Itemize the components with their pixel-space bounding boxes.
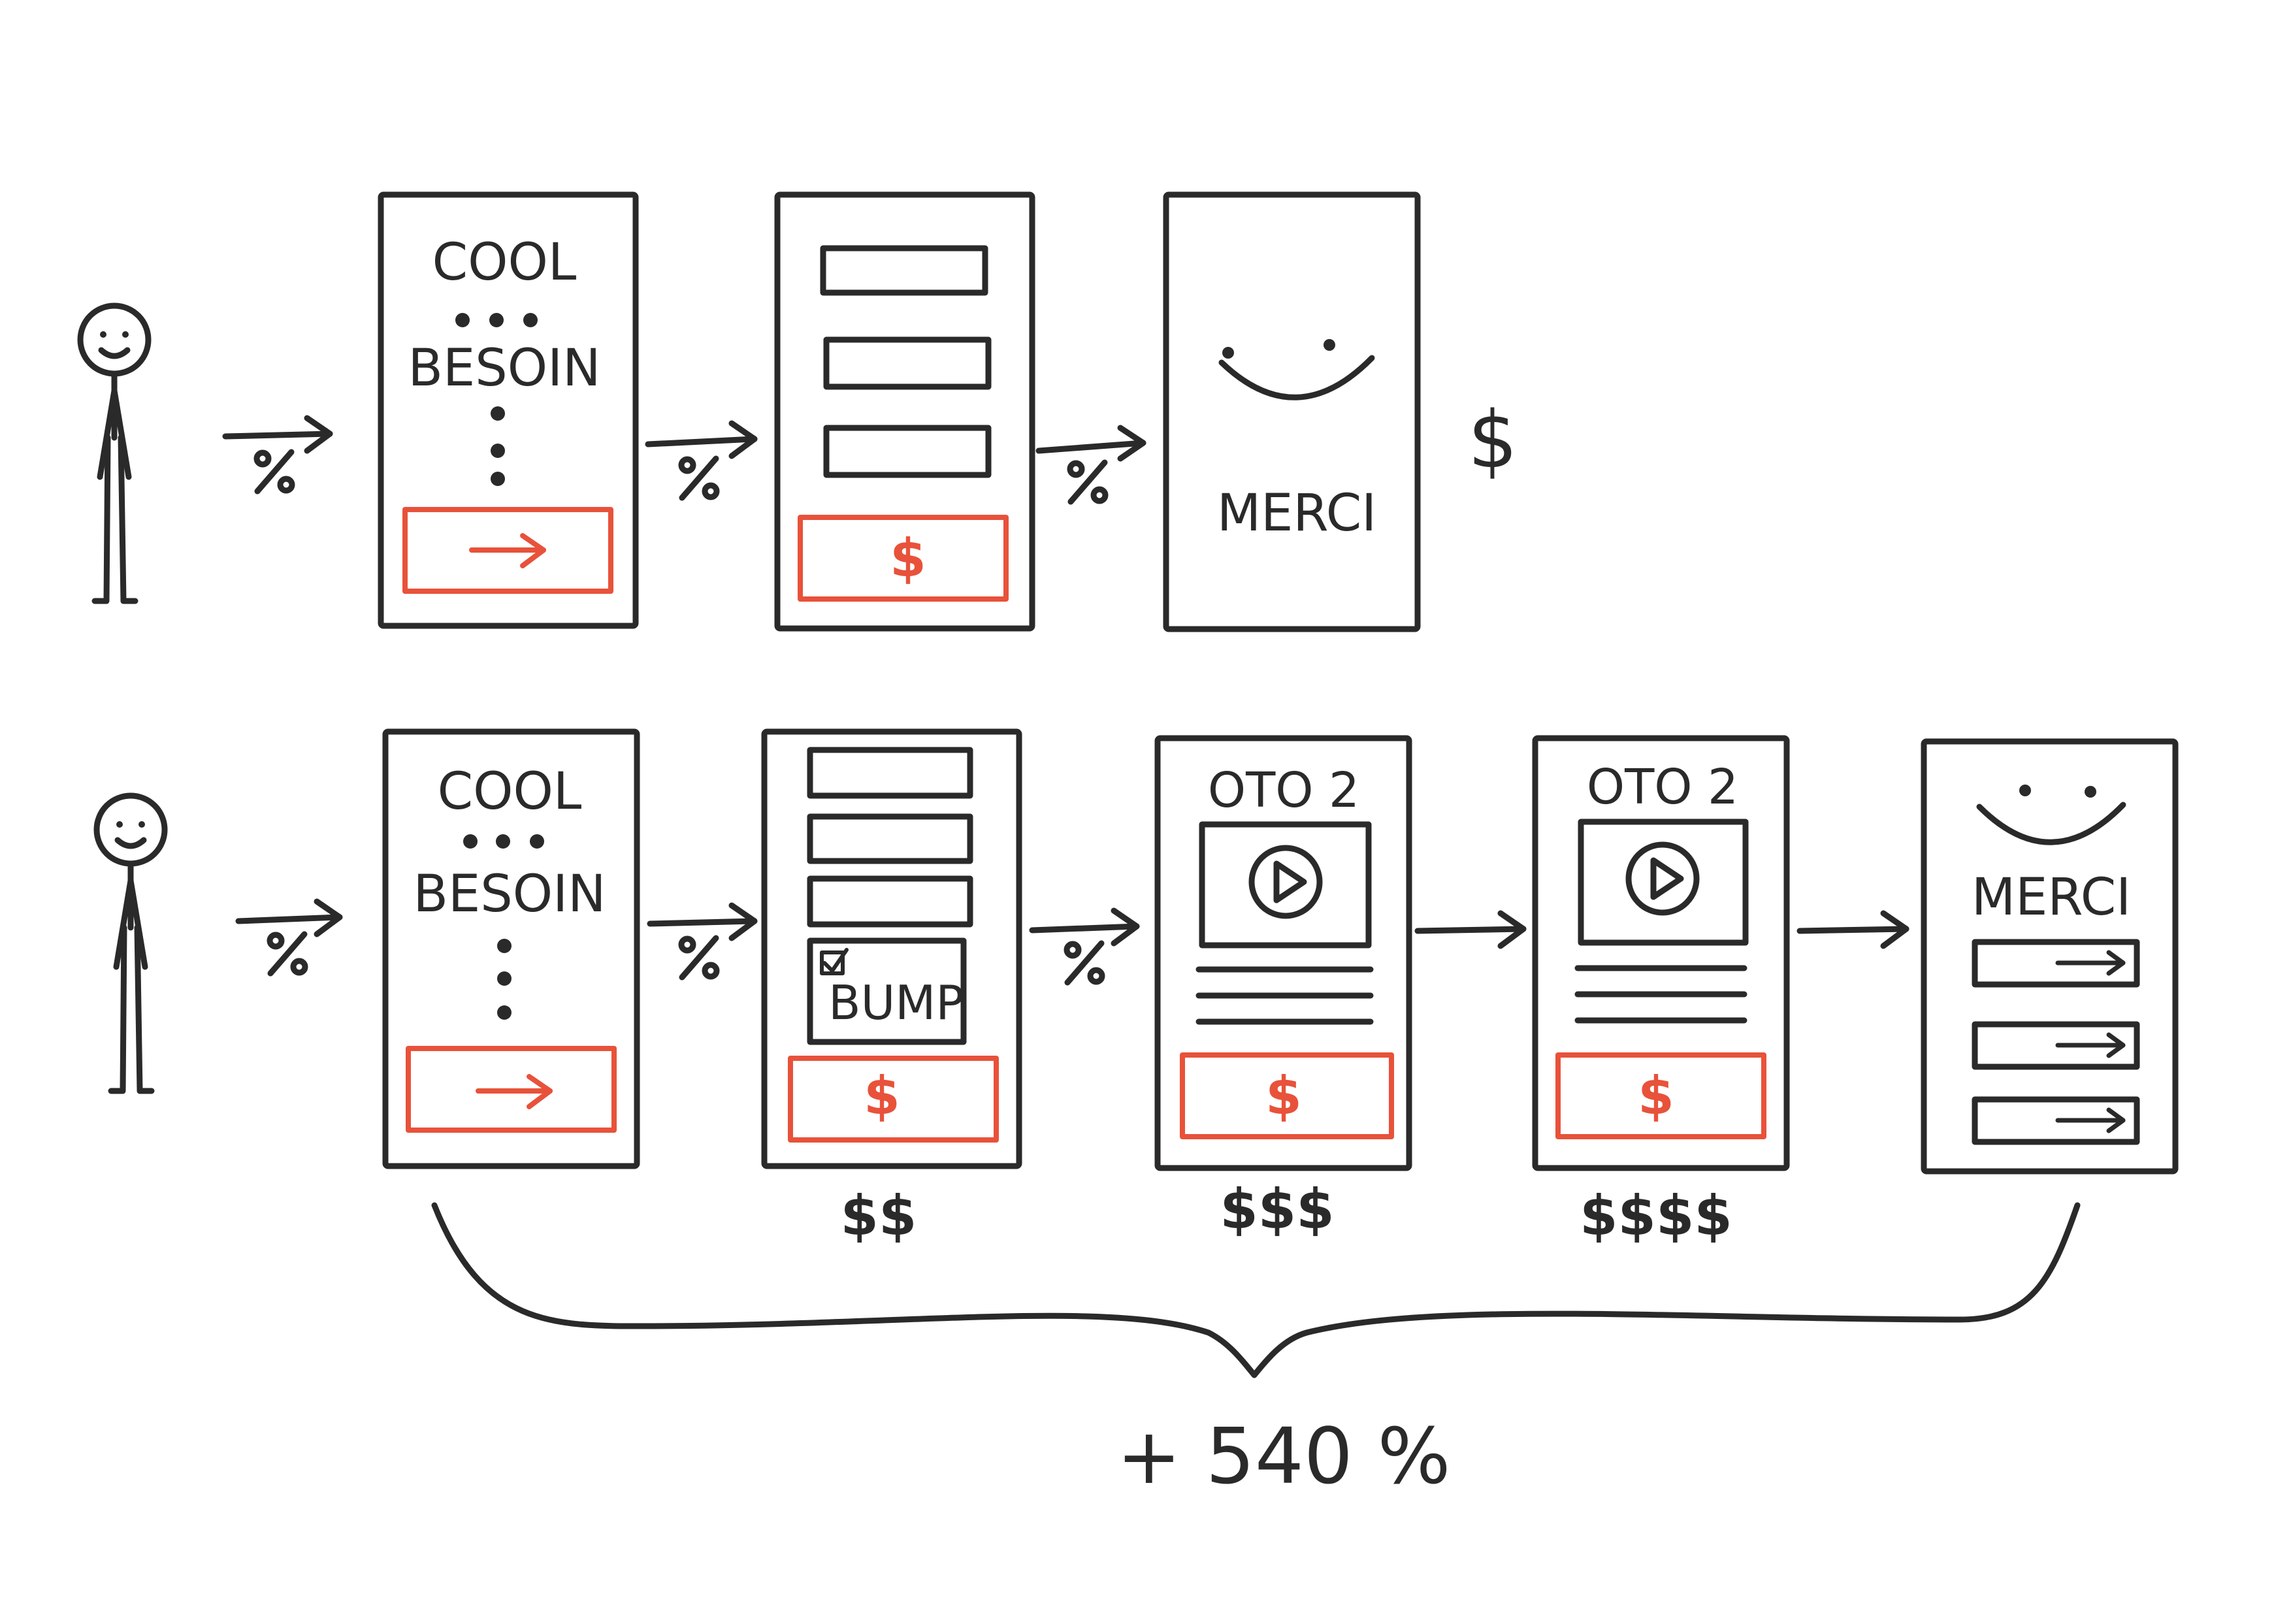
- revenue-label: $: [1468, 395, 1518, 486]
- bump-label: BUMP: [828, 975, 964, 1030]
- form-field[interactable]: [820, 245, 988, 296]
- flow-arrow-icon: [222, 415, 333, 454]
- landing-page-screen: [382, 728, 640, 1169]
- total-uplift: + 540 %: [1116, 1411, 1450, 1501]
- percent-icon: [270, 934, 305, 973]
- dots-column: [497, 939, 512, 1020]
- pay-button[interactable]: [1555, 1052, 1766, 1139]
- dots-row: [463, 834, 544, 849]
- pay-dollar: $: [890, 528, 926, 589]
- cta-button[interactable]: [406, 1046, 617, 1133]
- flow-arrow-icon: [645, 420, 758, 459]
- checkout-screen: [774, 191, 1035, 632]
- upsell-title: OTO 2: [1587, 759, 1738, 815]
- pay-dollar: $: [864, 1065, 900, 1126]
- checkout-screen: [761, 728, 1022, 1169]
- percent-icon: [681, 938, 717, 977]
- form-field[interactable]: [807, 813, 973, 864]
- landing-title: COOL: [432, 233, 577, 292]
- text-lines: [1574, 965, 1747, 1024]
- order-bump-box[interactable]: [807, 937, 967, 1045]
- percent-icon: [257, 452, 292, 491]
- flow-arrow-icon: [1414, 910, 1527, 949]
- offer-link[interactable]: [1972, 1096, 2140, 1145]
- landing-page-screen: [378, 191, 639, 629]
- revenue-label: $$: [841, 1184, 917, 1248]
- pay-button[interactable]: [798, 515, 1009, 602]
- thank-you-text: MERCI: [1217, 484, 1376, 543]
- percent-icon: [681, 459, 717, 498]
- checked-checkbox-icon[interactable]: [820, 948, 849, 975]
- thank-you-screen: [1921, 738, 2179, 1175]
- form-field[interactable]: [807, 747, 973, 799]
- offer-link[interactable]: [1972, 939, 2140, 988]
- flow-arrow-icon: [1029, 907, 1140, 947]
- revenue-label: $$$$: [1580, 1184, 1732, 1248]
- flow-arrow-icon: [235, 898, 343, 937]
- form-field[interactable]: [823, 425, 992, 478]
- landing-subtitle: BESOIN: [413, 865, 606, 924]
- cta-button[interactable]: [402, 507, 613, 594]
- pay-button[interactable]: [788, 1056, 999, 1143]
- offer-link[interactable]: [1972, 1021, 2140, 1070]
- percent-icon: [1067, 943, 1102, 983]
- thank-you-text: MERCI: [1972, 868, 2131, 927]
- form-field[interactable]: [807, 875, 973, 928]
- arrow-right-icon: [476, 1074, 553, 1109]
- thank-you-screen: [1163, 191, 1421, 632]
- visitor-figure-icon: [80, 306, 148, 601]
- smiley-icon: [1218, 339, 1375, 400]
- play-icon[interactable]: [1629, 845, 1697, 913]
- arrow-right-icon: [2055, 950, 2126, 976]
- pay-button[interactable]: [1180, 1052, 1394, 1139]
- dots-column: [491, 406, 505, 486]
- video-player[interactable]: [1199, 821, 1372, 949]
- flow-arrow-icon: [647, 902, 758, 941]
- landing-title: COOL: [438, 762, 582, 821]
- video-player[interactable]: [1578, 819, 1749, 946]
- pay-dollar: $: [1638, 1065, 1674, 1126]
- visitor-figure-icon: [97, 796, 165, 1091]
- landing-subtitle: BESOIN: [408, 339, 600, 398]
- arrow-right-icon: [469, 533, 546, 568]
- arrow-right-icon: [2055, 1107, 2126, 1133]
- percent-icon: [1070, 463, 1105, 502]
- upsell-screen: [1532, 735, 1790, 1171]
- flow-arrow-icon: [1035, 425, 1146, 462]
- arrow-right-icon: [2055, 1032, 2126, 1058]
- dots-row: [455, 313, 538, 327]
- revenue-label: $$$: [1220, 1177, 1334, 1241]
- flow-arrow-icon: [1796, 910, 1909, 949]
- smiley-icon: [1976, 785, 2126, 845]
- play-icon[interactable]: [1252, 848, 1320, 916]
- pay-dollar: $: [1265, 1065, 1302, 1126]
- upsell-screen: [1154, 735, 1412, 1171]
- form-field[interactable]: [823, 336, 992, 390]
- curly-brace: [431, 1202, 2081, 1378]
- text-lines: [1195, 966, 1374, 1025]
- upsell-title: OTO 2: [1208, 762, 1359, 819]
